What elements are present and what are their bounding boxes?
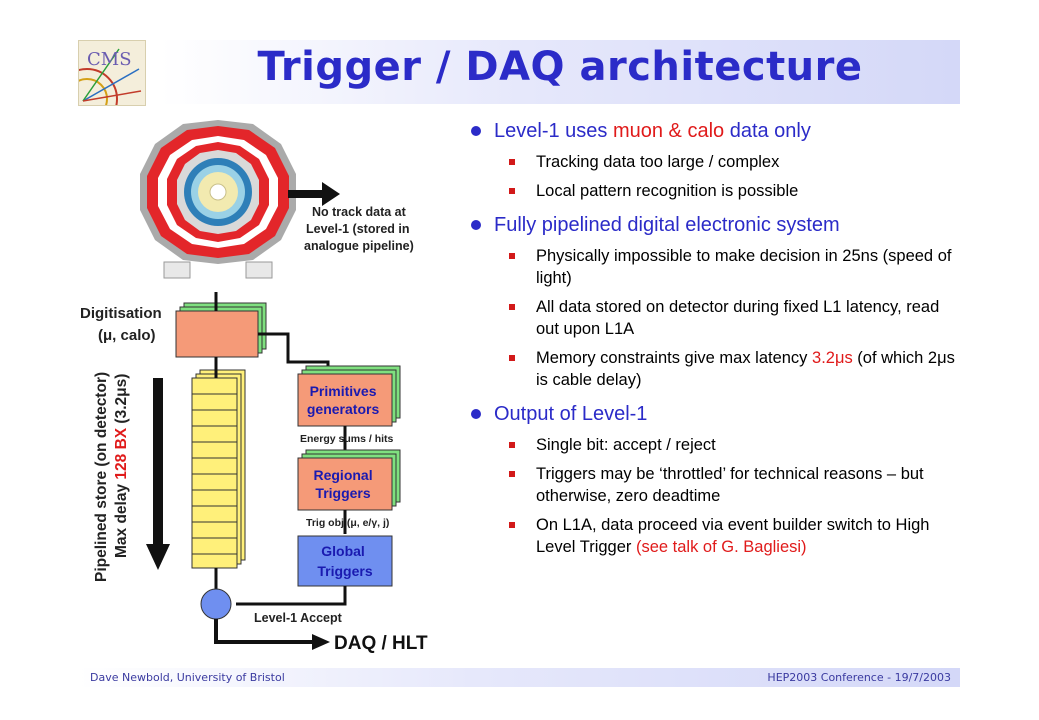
bullet-list: Level-1 uses muon & calo data only Track…: [460, 118, 960, 565]
sub-bullet: Physically impossible to make decision i…: [460, 245, 960, 289]
square-bullet-icon: [509, 253, 515, 259]
sub-bullet: Local pattern recognition is possible: [460, 180, 960, 202]
pipeline-store: [191, 369, 246, 569]
trig-obj-label: Trig obj (μ, e/γ, j): [306, 517, 389, 529]
sub-bullet: On L1A, data proceed via event builder s…: [460, 514, 960, 558]
no-track-label-2: Level-1 (stored in: [306, 222, 410, 236]
square-bullet-icon: [509, 355, 515, 361]
svg-text:No track data at Level-1: No track data at Level-1 (stored in anal…: [304, 205, 414, 253]
footer-conference: HEP2003 Conference - 19/7/2003: [767, 671, 951, 684]
square-bullet-icon: [509, 159, 515, 165]
no-track-label-3: analogue pipeline): [304, 239, 414, 253]
global-label-1: Global: [321, 543, 365, 559]
footer-author: Dave Newbold, University of Bristol: [90, 671, 285, 684]
sub-bullet: Tracking data too large / complex: [460, 151, 960, 173]
bullet-pipelined: Fully pipelined digital electronic syste…: [460, 212, 960, 238]
bullet-dot-icon: [471, 126, 481, 136]
svg-text:Digitisation (μ, calo): Digitisation (μ, calo): [80, 305, 166, 344]
digitisation-label-1: Digitisation: [80, 305, 162, 322]
square-bullet-icon: [509, 442, 515, 448]
page-title: Trigger / DAQ architecture: [257, 44, 863, 90]
regional-label-1: Regional: [313, 467, 372, 483]
square-bullet-icon: [509, 471, 515, 477]
title-bar: [160, 40, 960, 104]
digitisation-label-2: (μ, calo): [98, 327, 156, 344]
global-label-2: Triggers: [317, 563, 372, 579]
square-bullet-icon: [509, 188, 515, 194]
trigger-diagram: No track data at Level-1 (stored in anal…: [78, 112, 438, 660]
primitives-label-2: generators: [307, 401, 380, 417]
logo-text: CMS: [87, 49, 132, 70]
sub-bullet: Memory constraints give max latency 3.2μ…: [460, 347, 960, 391]
sub-bullet: Single bit: accept / reject: [460, 434, 960, 456]
level1-accept-label: Level-1 Accept: [254, 611, 343, 625]
square-bullet-icon: [509, 304, 515, 310]
svg-text:Energy sums / hits Trig: Energy sums / hits Trig obj (μ, e/γ, j): [300, 433, 396, 529]
primitives-label-1: Primitives: [310, 383, 377, 399]
svg-text:Primitives generators: Primitives generators Regional Triggers …: [307, 383, 383, 579]
sub-bullet: Triggers may be ‘throttled’ for technica…: [460, 463, 960, 507]
bullet-output: Output of Level-1: [460, 401, 960, 427]
detector-icon: [140, 120, 296, 279]
bullet-dot-icon: [471, 220, 481, 230]
svg-text:Pipelined store (on detector): Pipelined store (on detector): [93, 372, 110, 582]
bullet-level1-data: Level-1 uses muon & calo data only: [460, 118, 960, 144]
no-track-label-1: No track data at: [312, 205, 407, 219]
svg-text:Max delay 128 BX (3.2μs): Max delay 128 BX (3.2μs): [113, 374, 130, 558]
cms-logo: CMS: [78, 40, 146, 106]
pipeline-label-1: Pipelined store (on detector): [93, 372, 110, 582]
sub-bullet: All data stored on detector during fixed…: [460, 296, 960, 340]
pipeline-label-2c: (3.2μs): [113, 374, 130, 428]
regional-label-2: Triggers: [315, 485, 370, 501]
svg-text:Level-1 Accept: Level-1 Accept: [254, 611, 343, 625]
square-bullet-icon: [509, 522, 515, 528]
daq-hlt-label: DAQ / HLT: [334, 633, 428, 654]
pipeline-label-2b: 128 BX: [113, 427, 130, 479]
pipeline-label-2a: Max delay: [113, 480, 130, 558]
svg-text:DAQ / HLT: DAQ / HLT: [334, 633, 428, 654]
energy-sums-label: Energy sums / hits: [300, 433, 394, 445]
footer-bar: [78, 668, 960, 687]
bullet-dot-icon: [471, 409, 481, 419]
